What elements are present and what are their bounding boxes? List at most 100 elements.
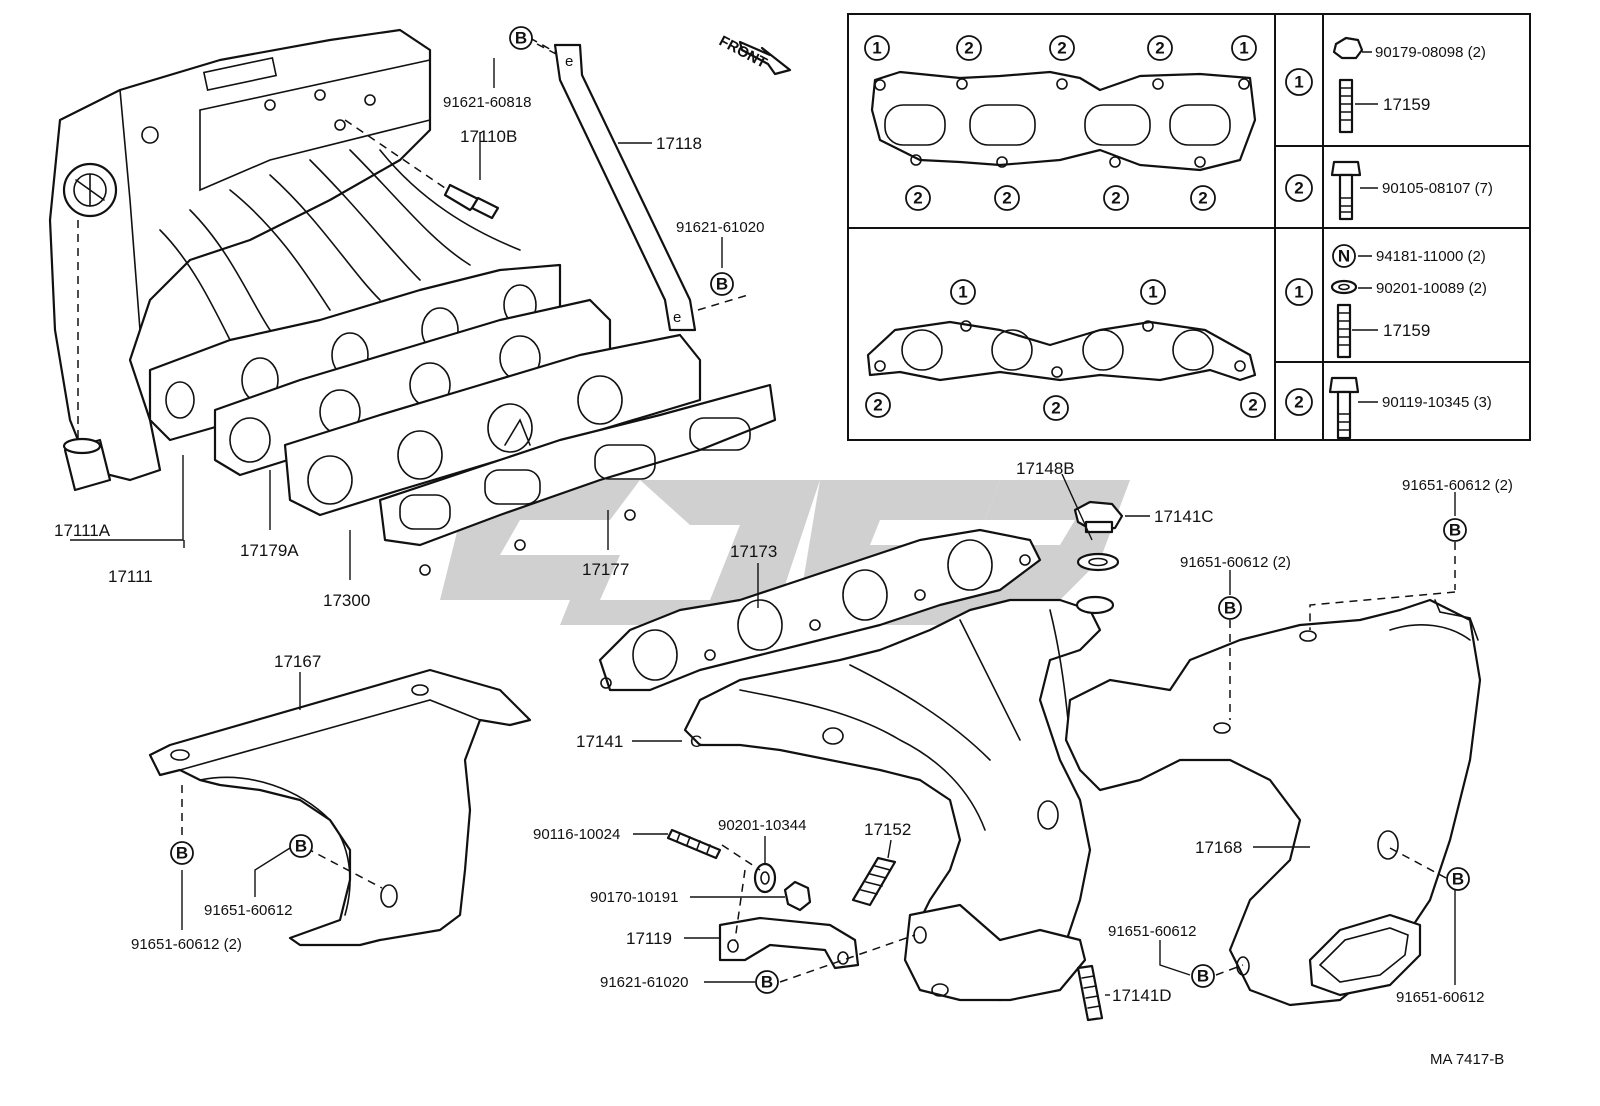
svg-text:e: e — [673, 309, 681, 326]
table-row2-marker: 2 — [1294, 179, 1303, 198]
table-row1-item2: 17159 — [1383, 95, 1430, 114]
callout-b-markers: B B B B B B B B B — [170, 26, 1470, 994]
label-17179A: 17179A — [240, 541, 299, 560]
plug-17141C — [1073, 500, 1124, 534]
label-91651-60612-lowright: 91651-60612 — [1396, 989, 1484, 1006]
label-17168: 17168 — [1195, 838, 1242, 857]
svg-text:B: B — [1449, 521, 1461, 540]
label-17141D: 17141D — [1112, 986, 1172, 1005]
front-label: FRONT — [716, 33, 770, 72]
svg-text:B: B — [1197, 967, 1209, 986]
table-row4-item1: 90119-10345 (3) — [1382, 394, 1492, 411]
label-17300: 17300 — [323, 591, 370, 610]
label-91621-60818: 91621-60818 — [443, 94, 531, 111]
nut-icon — [1332, 36, 1364, 60]
upper-gasket-markers: 1 2 2 2 1 2 2 2 2 — [864, 35, 1257, 211]
svg-text:e: e — [565, 53, 573, 70]
svg-text:2: 2 — [964, 39, 973, 58]
svg-text:N: N — [1338, 247, 1350, 266]
svg-text:2: 2 — [1051, 399, 1060, 418]
table-row1-item1: 90179-08098 (2) — [1375, 44, 1486, 61]
catalog-code: MA 7417-B — [1430, 1051, 1504, 1068]
exhaust-gasket-17173 — [598, 528, 1042, 692]
label-17141: 17141 — [576, 732, 623, 751]
intake-spacer-17300 — [283, 333, 702, 517]
svg-text:1: 1 — [958, 283, 967, 302]
svg-text:B: B — [1224, 599, 1236, 618]
part-labels: 17111A 17111 17179A 17300 17177 17110B 9… — [54, 94, 1513, 1068]
label-91621-61020-top: 91621-61020 — [676, 219, 764, 236]
label-91651-60612-2-left: 91651-60612 (2) — [131, 936, 242, 953]
bolt-icon — [1330, 160, 1362, 221]
label-17111A: 17111A — [54, 521, 111, 540]
intake-gasket-17177 — [378, 383, 777, 576]
label-17167: 17167 — [274, 652, 321, 671]
label-91651-60612-2-right: 91651-60612 (2) — [1402, 477, 1513, 494]
label-17118: 17118 — [656, 134, 702, 153]
label-17141C: 17141C — [1154, 507, 1214, 526]
svg-text:B: B — [761, 973, 773, 992]
svg-text:2: 2 — [1198, 189, 1207, 208]
washer-17148B — [1076, 552, 1120, 572]
svg-text:2: 2 — [1155, 39, 1164, 58]
svg-text:2: 2 — [873, 396, 882, 415]
collar-17111A — [62, 437, 112, 492]
label-90201-10344: 90201-10344 — [718, 817, 806, 834]
lower-gasket-markers: 1 1 2 2 2 — [865, 279, 1266, 421]
heat-insulator-17168 — [1064, 598, 1482, 1007]
svg-text:B: B — [176, 844, 188, 863]
label-17110B: 17110B — [460, 127, 517, 146]
table-row4-marker: 2 — [1294, 393, 1303, 412]
svg-text:2: 2 — [1248, 396, 1257, 415]
stud-17141D — [1076, 964, 1104, 1022]
label-90170-10191: 90170-10191 — [590, 889, 678, 906]
label-91651-60612-2-mid: 91651-60612 (2) — [1180, 554, 1291, 571]
label-91621-61020-bottom: 91621-61020 — [600, 974, 688, 991]
table-row2-item1: 90105-08107 (7) — [1382, 180, 1493, 197]
heat-insulator-17167 — [148, 668, 532, 947]
svg-text:1: 1 — [872, 39, 881, 58]
bracket-17119 — [718, 916, 860, 970]
front-arrow-icon: FRONT — [716, 33, 792, 76]
fastener-table: 1 2 2 2 1 2 2 2 2 1 1 2 2 2 1 2 1 2 — [847, 13, 1531, 441]
label-90116-10024: 90116-10024 — [533, 826, 620, 843]
label-17152: 17152 — [864, 820, 911, 839]
nut-90170-10191 — [783, 880, 812, 912]
table-row1-marker: 1 — [1294, 73, 1303, 92]
stud-icon-2 — [1336, 303, 1352, 359]
table-row3-item3: 17159 — [1383, 321, 1430, 340]
upper-gasket-drawing — [870, 70, 1257, 172]
svg-text:2: 2 — [1002, 189, 1011, 208]
stud-90116-10024 — [666, 828, 722, 860]
svg-text:B: B — [1452, 870, 1464, 889]
bolt-icon-2 — [1328, 376, 1360, 440]
label-17119: 17119 — [626, 929, 672, 948]
label-17111: 17111 — [108, 567, 153, 586]
svg-text:B: B — [515, 29, 527, 48]
label-17173: 17173 — [730, 542, 777, 561]
table-row3-item2: 90201-10089 (2) — [1376, 280, 1487, 297]
label-17177: 17177 — [582, 560, 629, 579]
table-row3-item1: 94181-11000 (2) — [1376, 248, 1486, 265]
lower-gasket-drawing — [866, 320, 1257, 382]
table-row3-marker: 1 — [1294, 283, 1303, 302]
label-91651-60612-left: 91651-60612 — [204, 902, 292, 919]
stud-icon — [1338, 78, 1354, 134]
stud-17152 — [851, 856, 897, 907]
flange-nut-icon: N — [1332, 244, 1356, 268]
manifold-stay-17118: e e — [553, 43, 697, 332]
svg-text:B: B — [716, 275, 728, 294]
leader-lines — [70, 43, 1456, 996]
washer-icon — [1330, 279, 1358, 295]
svg-text:1: 1 — [1148, 283, 1157, 302]
svg-text:1: 1 — [1239, 39, 1248, 58]
svg-text:C: C — [690, 732, 702, 751]
exhaust-manifold-17141: C — [683, 595, 1115, 1002]
label-17148B: 17148B — [1016, 459, 1075, 478]
svg-text:B: B — [295, 837, 307, 856]
sensor-17110B — [443, 183, 500, 220]
svg-text:2: 2 — [1111, 189, 1120, 208]
label-91651-60612-lowmid: 91651-60612 — [1108, 923, 1196, 940]
svg-text:2: 2 — [1057, 39, 1066, 58]
